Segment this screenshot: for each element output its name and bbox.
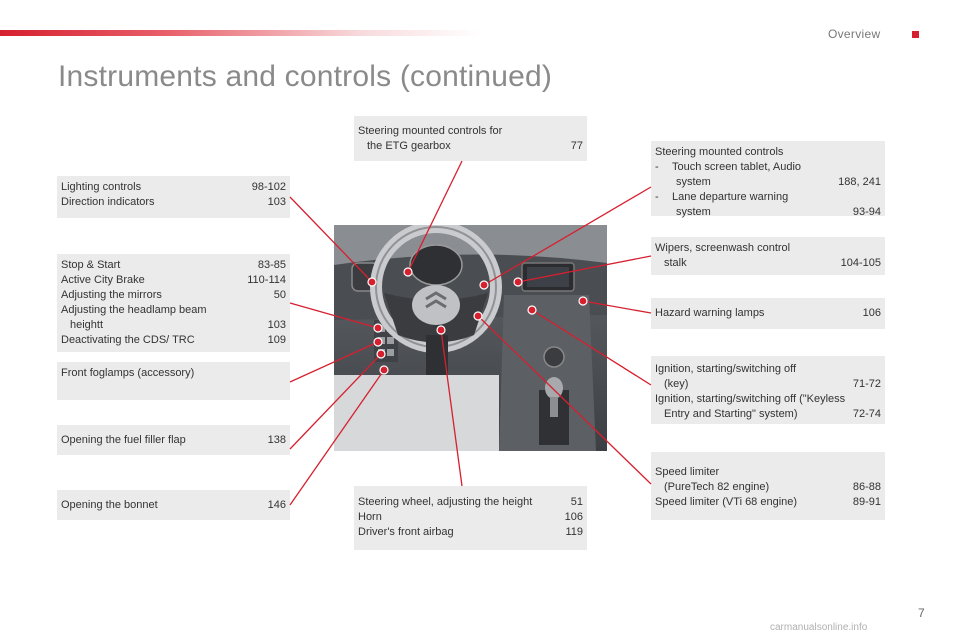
box-etg: Steering mounted controls for the ETG ge… <box>354 116 587 161</box>
callout-foglamps <box>289 341 379 383</box>
callout-wipers <box>517 255 652 283</box>
etg-page: 77 <box>570 140 583 152</box>
callout-steering <box>483 186 652 286</box>
lighting-label: Lighting controls <box>61 181 142 193</box>
lighting-page: 98-102 <box>251 181 286 193</box>
mirrors-label: Adjusting the mirrors <box>61 289 162 301</box>
stopstart-label: Stop & Start <box>61 259 121 271</box>
box-foglamps: Front foglamps (accessory) <box>57 362 290 400</box>
headlamp-page: 103 <box>267 319 286 331</box>
ignition-key-page: 71-72 <box>852 378 881 390</box>
dot-wheel <box>436 325 446 335</box>
wipers-label: Wipers, screenwash control <box>655 242 791 254</box>
ignition-keyless-page: 72-74 <box>852 408 881 420</box>
section-marker <box>912 31 919 38</box>
steering-dash-2: - <box>655 191 659 203</box>
dot-lighting <box>367 277 377 287</box>
speed-limiter-vti-label: Speed limiter (VTi 68 engine) <box>655 496 798 508</box>
box-fuel-flap: Opening the fuel filler flap 138 <box>57 425 290 455</box>
box-stop-start: Stop & Start 83-85 Active City Brake 110-1… <box>57 254 290 352</box>
ignition-keyless-label: Ignition, starting/switching off ("Keyle… <box>655 393 846 405</box>
airbag-label: Driver's front airbag <box>358 526 454 538</box>
touchscreen-page: 188, 241 <box>838 176 881 188</box>
wipers-page: 104-105 <box>840 257 881 269</box>
box-wipers: Wipers, screenwash control stalk 104-105 <box>651 237 885 275</box>
touchscreen-label: Touch screen tablet, Audio <box>672 161 802 173</box>
headlamp-label-cont: heightt <box>70 319 104 331</box>
speed-limiter-label: Speed limiter <box>655 466 720 478</box>
dot-foglamps <box>373 337 383 347</box>
horn-page: 106 <box>564 511 583 523</box>
speed-limiter-puretech-label: (PureTech 82 engine) <box>664 481 770 493</box>
airbag-page: 119 <box>565 526 583 538</box>
fuel-label: Opening the fuel filler flap <box>61 434 186 446</box>
wheel-height-page: 51 <box>570 496 583 508</box>
fuel-page: 138 <box>267 434 286 446</box>
speed-limiter-puretech-page: 86-88 <box>852 481 881 493</box>
dot-hazard <box>578 296 588 306</box>
callout-etg <box>407 160 463 273</box>
foglamps-label: Front foglamps (accessory) <box>61 367 195 379</box>
lane-label: Lane departure warning <box>672 191 789 203</box>
headlamp-label: Adjusting the headlamp beam <box>61 304 207 316</box>
etg-label: Steering mounted controls for <box>358 125 503 137</box>
cds-label: Deactivating the CDS/ TRC <box>61 334 195 346</box>
bonnet-page: 146 <box>267 499 286 511</box>
page-title: Instruments and controls (continued) <box>58 60 553 93</box>
wipers-label-cont: stalk <box>664 257 687 269</box>
ignition-key-label-cont: (key) <box>664 378 689 390</box>
dot-etg <box>403 267 413 277</box>
box-speed-limiter: Speed limiter (PureTech 82 engine)86-88 … <box>651 452 885 520</box>
bonnet-label: Opening the bonnet <box>61 499 158 511</box>
callout-hazard <box>582 300 652 314</box>
speed-limiter-vti-page: 89-91 <box>852 496 881 508</box>
header-accent-bar <box>0 30 480 36</box>
steering-controls-title: Steering mounted controls <box>655 146 784 158</box>
wheel-height-label: Steering wheel, adjusting the height <box>358 496 533 508</box>
citybrake-page: 110-114 <box>247 274 286 286</box>
cds-page: 109 <box>267 334 286 346</box>
dot-fuel <box>376 349 386 359</box>
lane-label-cont: system <box>676 206 711 218</box>
dot-wipers <box>513 277 523 287</box>
hazard-label: Hazard warning lamps <box>655 307 765 319</box>
citybrake-label: Active City Brake <box>61 274 145 286</box>
box-steering-controls: Steering mounted controls - Touch screen … <box>651 141 885 218</box>
dot-stop-start <box>373 323 383 333</box>
callout-lighting <box>289 196 373 283</box>
stopstart-page: 83-85 <box>257 259 286 271</box>
callout-fuel <box>289 353 382 450</box>
callout-ignition <box>531 309 652 386</box>
dot-speed <box>473 311 483 321</box>
watermark: carmanualsonline.info <box>770 622 868 633</box>
steering-dash-1: - <box>655 161 659 173</box>
callout-bonnet <box>289 369 385 506</box>
indicators-label: Direction indicators <box>61 196 155 208</box>
box-ignition: Ignition, starting/switching off (key) 71… <box>651 356 885 424</box>
dot-ignition <box>527 305 537 315</box>
page-number: 7 <box>918 606 925 620</box>
horn-label: Horn <box>358 511 382 523</box>
dot-bonnet <box>379 365 389 375</box>
box-steering-wheel: Steering wheel, adjusting the height 51 H… <box>354 486 587 550</box>
mirrors-page: 50 <box>273 289 286 301</box>
etg-label-cont: the ETG gearbox <box>367 140 451 152</box>
dashboard-illustration <box>334 225 607 451</box>
box-hazard: Hazard warning lamps 106 <box>651 298 885 329</box>
indicators-page: 103 <box>267 196 286 208</box>
touchscreen-label-cont: system <box>676 176 711 188</box>
ignition-keyless-label-cont: Entry and Starting" system) <box>664 408 798 420</box>
section-label: Overview <box>828 27 881 41</box>
dot-steering <box>479 280 489 290</box>
callout-stop-start <box>289 302 379 329</box>
hazard-page: 106 <box>862 307 881 319</box>
box-lighting: Lighting controls 98-102 Direction indica… <box>57 176 290 218</box>
lane-page: 93-94 <box>852 206 881 218</box>
callout-wheel <box>440 329 463 487</box>
ignition-key-label: Ignition, starting/switching off <box>655 363 797 375</box>
box-bonnet: Opening the bonnet 146 <box>57 490 290 520</box>
callout-speed <box>477 315 652 485</box>
